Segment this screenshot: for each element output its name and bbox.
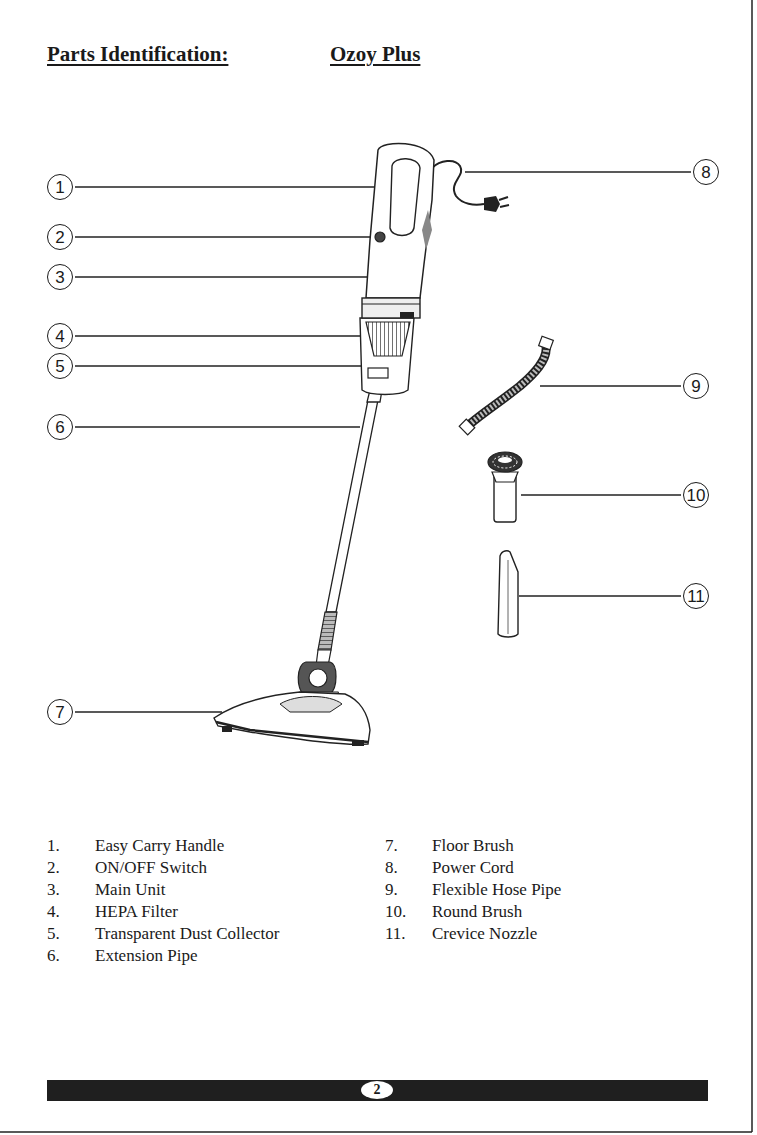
- main-unit: [362, 143, 434, 318]
- list-number: 6.: [47, 946, 60, 966]
- page-title: Parts Identification:: [47, 42, 228, 67]
- callout-text: 2: [55, 229, 64, 246]
- callout-number: 5: [47, 353, 73, 379]
- callout-number: 4: [47, 323, 73, 349]
- callout-number: 11: [683, 583, 709, 609]
- callout-text: 3: [55, 269, 64, 286]
- vent: [422, 210, 432, 250]
- page-border: [751, 0, 753, 1132]
- callout-text: 10: [687, 487, 706, 504]
- part-name: Round Brush: [432, 902, 522, 922]
- part-name: Flexible Hose Pipe: [432, 880, 561, 900]
- part-name: Transparent Dust Collector: [95, 924, 279, 944]
- callout-text: 9: [691, 378, 700, 395]
- switch: [375, 232, 385, 242]
- part-name: Extension Pipe: [95, 946, 197, 966]
- list-number: 10.: [385, 902, 406, 922]
- list-number: 3.: [47, 880, 60, 900]
- flexible-hose: [459, 336, 553, 435]
- part-name: Floor Brush: [432, 836, 514, 856]
- callout-text: 6: [55, 419, 64, 436]
- callout-number: 6: [47, 414, 73, 440]
- part-name: Main Unit: [95, 880, 165, 900]
- power-cord: [432, 161, 484, 205]
- round-brush: [488, 452, 522, 522]
- callout-number: 2: [47, 224, 73, 250]
- model-name: Ozoy Plus: [330, 42, 420, 67]
- part-name: ON/OFF Switch: [95, 858, 207, 878]
- callout-number: 7: [47, 699, 73, 725]
- list-number: 2.: [47, 858, 60, 878]
- callout-number: 1: [47, 174, 73, 200]
- part-name: Easy Carry Handle: [95, 836, 224, 856]
- callout-text: 11: [687, 588, 705, 605]
- page-border: [0, 1131, 752, 1133]
- part-name: Power Cord: [432, 858, 514, 878]
- callout-text: 7: [55, 704, 64, 721]
- callout-text: 8: [701, 164, 710, 181]
- list-number: 11.: [385, 924, 406, 944]
- page-number: 2: [361, 1081, 393, 1099]
- list-number: 1.: [47, 836, 60, 856]
- callout-text: 4: [55, 328, 64, 345]
- floor-brush: [214, 662, 370, 746]
- list-number: 7.: [385, 836, 398, 856]
- extension-pipe: [316, 390, 382, 666]
- crevice-nozzle: [498, 551, 518, 637]
- part-name: Crevice Nozzle: [432, 924, 537, 944]
- dust-collector: [360, 318, 414, 395]
- plug: [484, 196, 509, 212]
- callout-number: 10: [683, 482, 709, 508]
- list-number: 9.: [385, 880, 398, 900]
- part-name: HEPA Filter: [95, 902, 178, 922]
- footer-bar: [47, 1080, 708, 1101]
- list-number: 5.: [47, 924, 60, 944]
- page-number-text: 2: [374, 1083, 381, 1097]
- callout-text: 5: [55, 358, 64, 375]
- callout-number: 9: [683, 373, 709, 399]
- callout-number: 8: [693, 159, 719, 185]
- callout-text: 1: [55, 179, 64, 196]
- list-number: 8.: [385, 858, 398, 878]
- callout-number: 3: [47, 264, 73, 290]
- list-number: 4.: [47, 902, 60, 922]
